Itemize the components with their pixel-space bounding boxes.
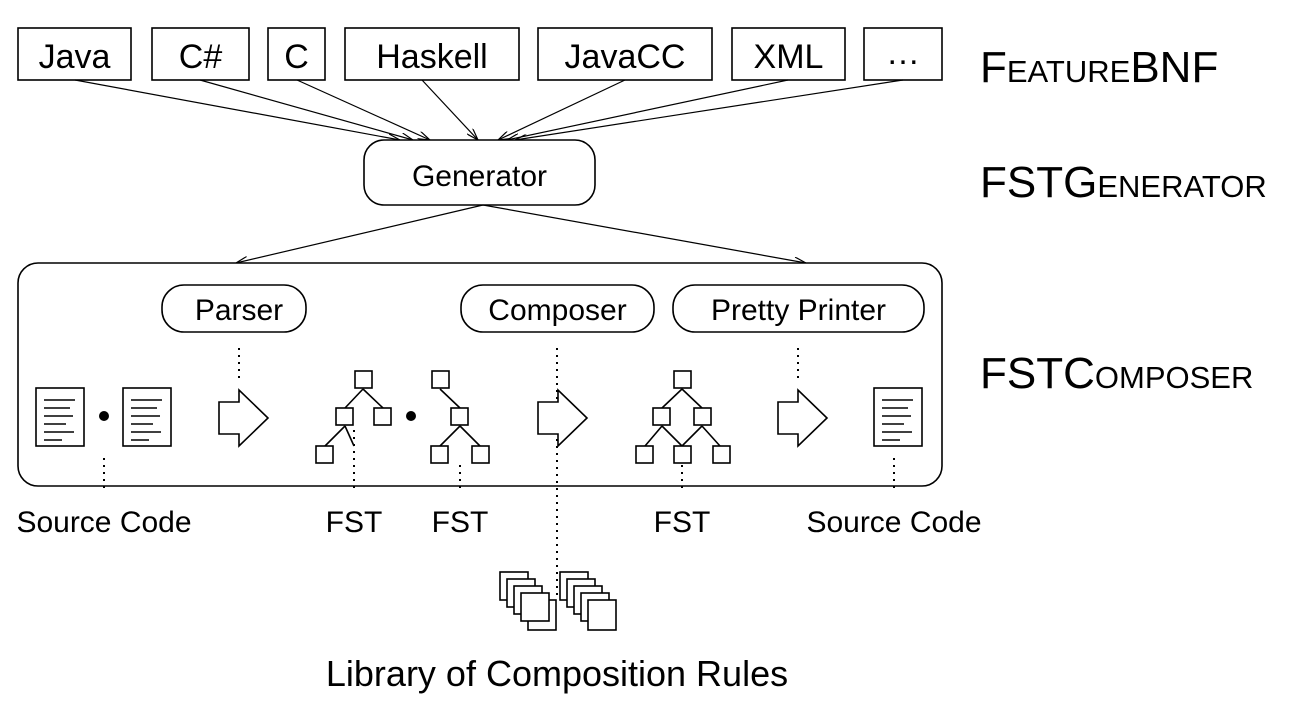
language-box-more: … (863, 27, 943, 81)
language-box-java: Java (17, 27, 132, 81)
block-arrow-icon (218, 388, 270, 448)
tier-label-fstcomposer: FSTComposer (980, 349, 1253, 398)
parser-label: Parser (195, 294, 283, 327)
document-icon (35, 387, 85, 447)
fst-label: FST (326, 506, 383, 539)
source-code-input-label: Source Code (16, 506, 191, 539)
language-box-xml: XML (731, 27, 846, 81)
language-box-c: C (267, 27, 326, 81)
generator-label: Generator (412, 160, 547, 193)
tier-label-featurebnf: FeatureBNF (980, 43, 1218, 92)
parser-box: Parser (161, 284, 307, 333)
language-box-csharp: C# (151, 27, 250, 81)
source-code-output-label: Source Code (806, 506, 981, 539)
language-box-javacc: JavaCC (537, 27, 713, 81)
composition-dot-icon (406, 411, 416, 421)
composition-rules-stack-icon (559, 571, 617, 631)
generator-box: Generator (363, 139, 596, 206)
composition-dot-icon (99, 411, 109, 421)
language-boxes: Java C# C Haskell JavaCC XML … (17, 27, 943, 81)
document-icon (122, 387, 172, 447)
generator-output-arrows (236, 204, 806, 263)
block-arrow-icon (537, 388, 589, 448)
fst-label: FST (654, 506, 711, 539)
fst-tree-icon (430, 370, 490, 464)
language-label: … (886, 34, 920, 72)
language-label: JavaCC (565, 38, 686, 76)
library-label: Library of Composition Rules (326, 653, 788, 694)
language-box-haskell: Haskell (344, 27, 520, 81)
fst-tree-icon (635, 370, 731, 464)
composer-box: Composer (460, 284, 655, 333)
composer-label: Composer (488, 294, 626, 327)
fst-tree-icon (315, 370, 392, 464)
language-label: XML (754, 38, 824, 76)
composition-rules-stack-icon (499, 571, 557, 631)
document-icon (873, 387, 923, 447)
language-label: Haskell (376, 38, 487, 76)
tier-label-fstgenerator: FSTGenerator (980, 158, 1267, 207)
language-label: Java (39, 38, 111, 76)
pretty-printer-box: Pretty Printer (672, 284, 925, 333)
fst-label: FST (432, 506, 489, 539)
language-label: C (284, 38, 309, 76)
language-to-generator-arrows (74, 79, 904, 140)
language-label: C# (179, 38, 223, 76)
block-arrow-icon (777, 388, 829, 448)
pretty-printer-label: Pretty Printer (711, 294, 886, 327)
